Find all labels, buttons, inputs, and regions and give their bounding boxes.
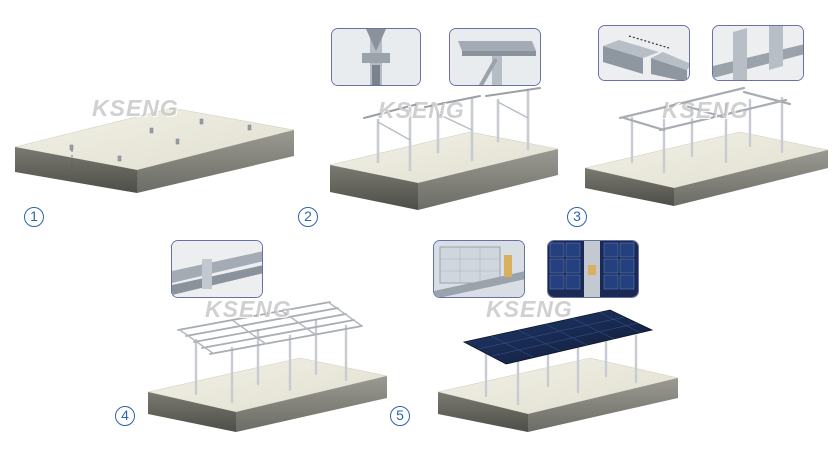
- watermark: KSENG: [205, 296, 292, 322]
- beam-joint-image: [450, 29, 540, 85]
- detail-inset-beam-splice: [598, 25, 690, 81]
- detail-inset-rail-clamp: [712, 25, 804, 81]
- panel-grid: [477, 311, 642, 358]
- panel-clamp-image: [434, 241, 524, 297]
- step-1-slab: [14, 107, 295, 193]
- watermark: KSENG: [662, 97, 749, 123]
- post-connector-image: [332, 29, 420, 85]
- detail-inset-beam-joint: [449, 28, 541, 86]
- panel-closeup-image: [548, 241, 638, 297]
- rail-mount-image: [172, 241, 262, 297]
- step-number-4: 4: [115, 406, 135, 426]
- step-number-1: 1: [24, 207, 44, 227]
- step-number-5: 5: [390, 406, 410, 426]
- step-number-2: 2: [298, 207, 318, 227]
- detail-inset-post-connector: [331, 28, 421, 86]
- watermark: KSENG: [378, 97, 465, 123]
- beam-splice-image: [599, 26, 689, 80]
- rail-clamp-image: [713, 26, 803, 80]
- step-3-beams: [584, 86, 829, 206]
- detail-inset-panel-clamp: [433, 240, 525, 298]
- detail-inset-rail-mount: [171, 240, 263, 298]
- detail-inset-panel-closeup: [547, 240, 639, 298]
- step-number-3: 3: [567, 207, 587, 227]
- step-5-panels: [437, 309, 679, 432]
- step-4-rails: [147, 301, 388, 432]
- watermark: KSENG: [92, 95, 179, 121]
- step-2-posts: [329, 87, 559, 210]
- watermark: KSENG: [486, 296, 573, 322]
- anchor-bolts: [69, 118, 252, 162]
